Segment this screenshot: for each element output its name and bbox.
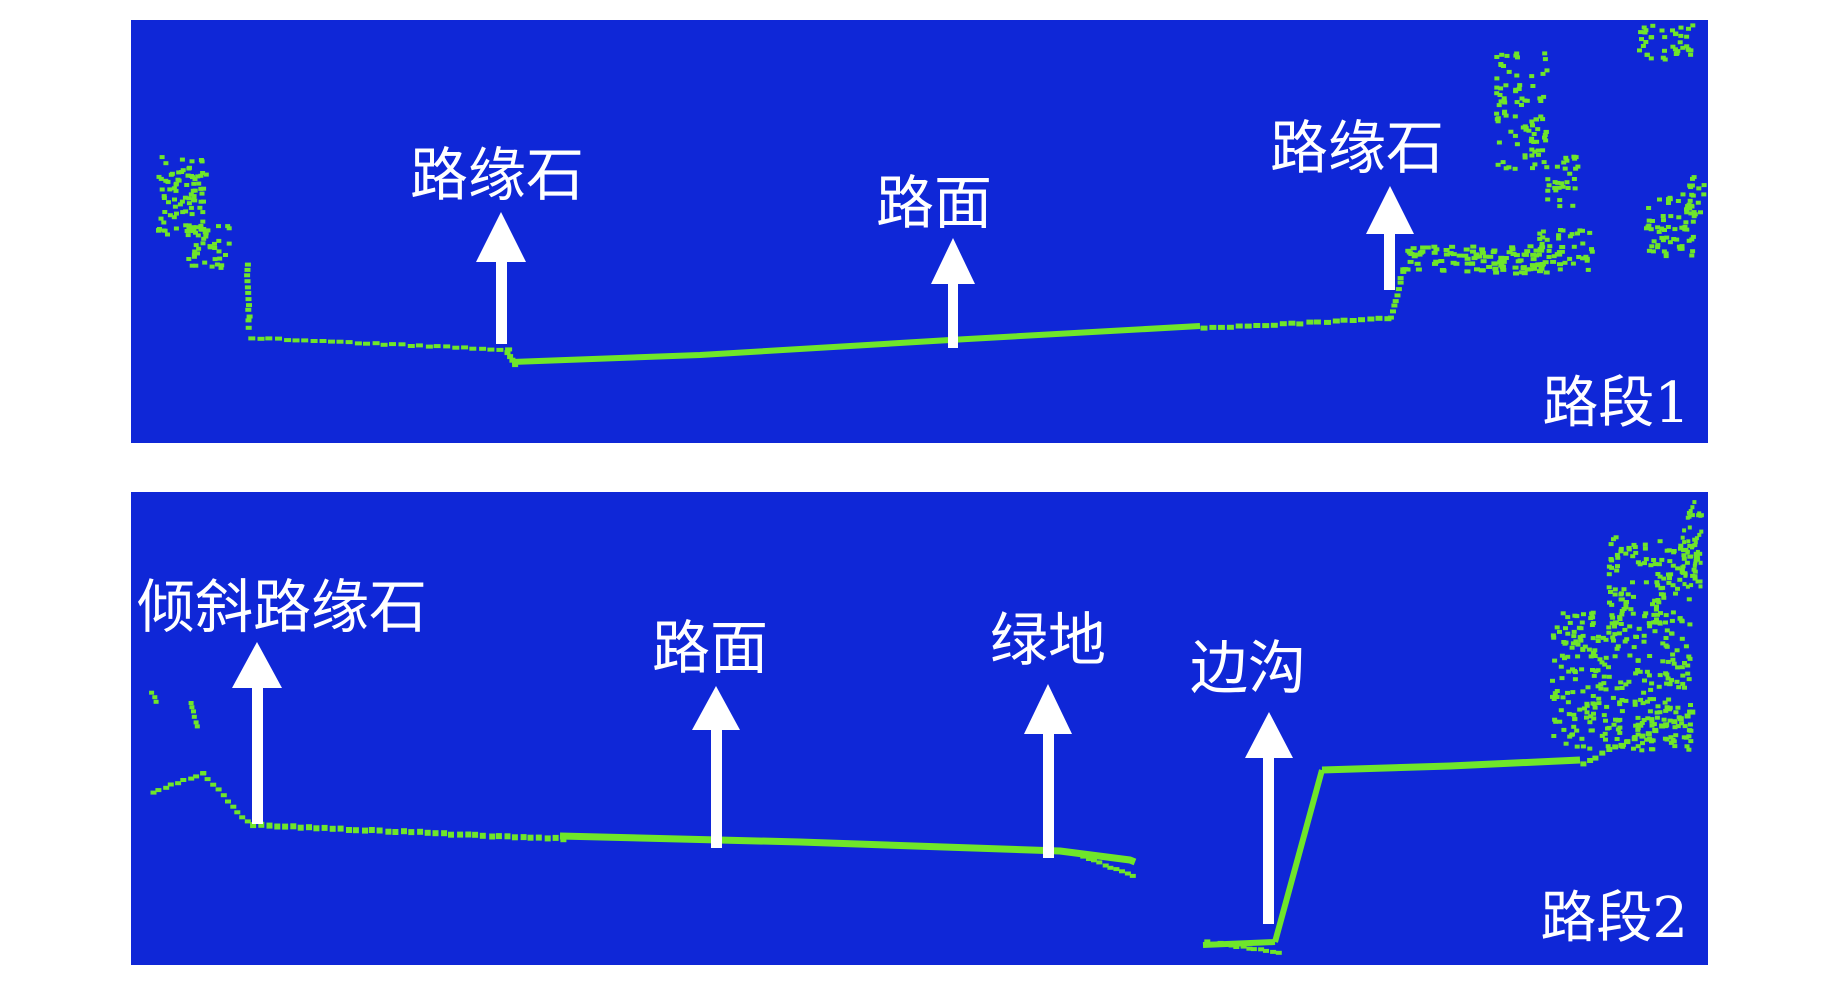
right-vegetation-points-2 [1550,500,1704,767]
panel-road-segment-1: 路缘石 路面 路缘石 路段1 [131,20,1708,443]
ditch-and-slope-points-2 [1202,756,1581,955]
segment-label-1: 路段1 [1542,371,1690,436]
segment-label-2: 路段2 [1540,886,1688,951]
arrow-curb-left-1 [476,212,526,344]
label-curb-left-1: 路缘石 [410,141,584,209]
left-curb-points-1 [156,155,253,330]
arrow-inclined-curb-2 [232,642,282,824]
inclined-curb-points-2 [149,690,251,824]
label-ditch-2: 边沟 [1190,634,1306,702]
arrow-ditch-2 [1245,712,1293,924]
panel-1-background [131,20,1708,443]
panel-road-segment-2: 倾斜路缘石 路面 绿地 边沟 路段2 [131,492,1708,965]
arrow-road-surface-2 [692,686,740,848]
panel-2-background [131,492,1708,965]
arrow-road-surface-1 [931,238,975,348]
arrow-green-belt-2 [1024,684,1072,858]
arrow-curb-right-1 [1366,186,1414,290]
point-cloud-2 [149,500,1704,955]
right-curb-points-1 [1387,23,1707,320]
road-profile-1 [248,315,1392,368]
label-road-surface-1: 路面 [876,169,992,237]
label-green-belt-2: 绿地 [990,606,1106,674]
label-inclined-curb-2: 倾斜路缘石 [137,573,427,641]
label-curb-right-1: 路缘石 [1270,114,1444,182]
label-road-surface-2: 路面 [652,614,768,682]
point-cloud-1 [156,23,1707,368]
